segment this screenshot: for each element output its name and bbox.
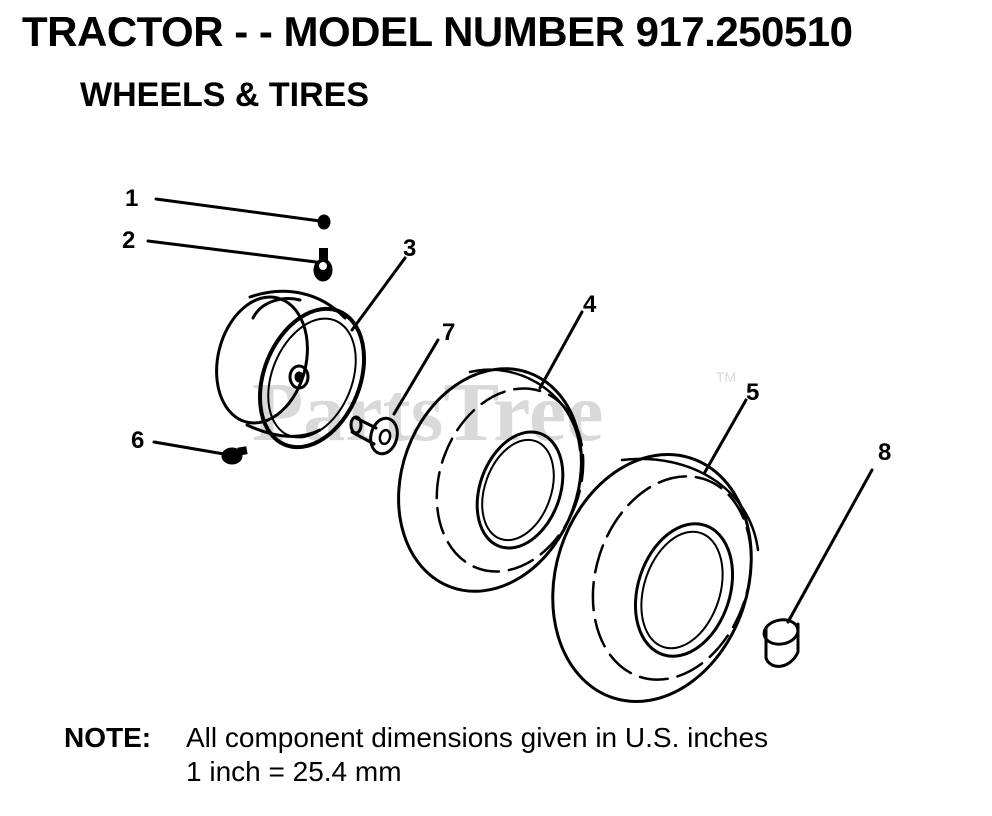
callout-1: 1 (125, 185, 138, 212)
part-8-hub-cap[interactable] (762, 468, 874, 668)
part-4-tire[interactable] (368, 310, 611, 617)
watermark-tm: TM (716, 369, 736, 385)
part-3-rim[interactable] (204, 256, 407, 463)
callout-3: 3 (403, 235, 416, 262)
part-1-valve-cap[interactable] (154, 197, 331, 230)
callout-2: 2 (122, 227, 135, 254)
part-2-valve-stem[interactable] (146, 239, 333, 282)
callout-8: 8 (878, 439, 891, 466)
callout-7: 7 (442, 319, 455, 346)
note-line-1: All component dimensions given in U.S. i… (186, 722, 769, 753)
part-6-screw[interactable] (152, 440, 248, 465)
note-label: NOTE: (64, 722, 152, 753)
callout-4: 4 (583, 291, 597, 318)
note-line-2: 1 inch = 25.4 mm (186, 756, 402, 787)
note: NOTE: All component dimensions given in U… (64, 722, 768, 754)
callout-5: 5 (746, 379, 759, 406)
page-title: TRACTOR - - MODEL NUMBER 917.250510 (22, 8, 853, 55)
part-7-bushing[interactable] (349, 338, 440, 457)
part-5-tire[interactable] (522, 398, 782, 727)
callout-6: 6 (131, 427, 144, 454)
page-subtitle: WHEELS & TIRES (80, 76, 370, 114)
